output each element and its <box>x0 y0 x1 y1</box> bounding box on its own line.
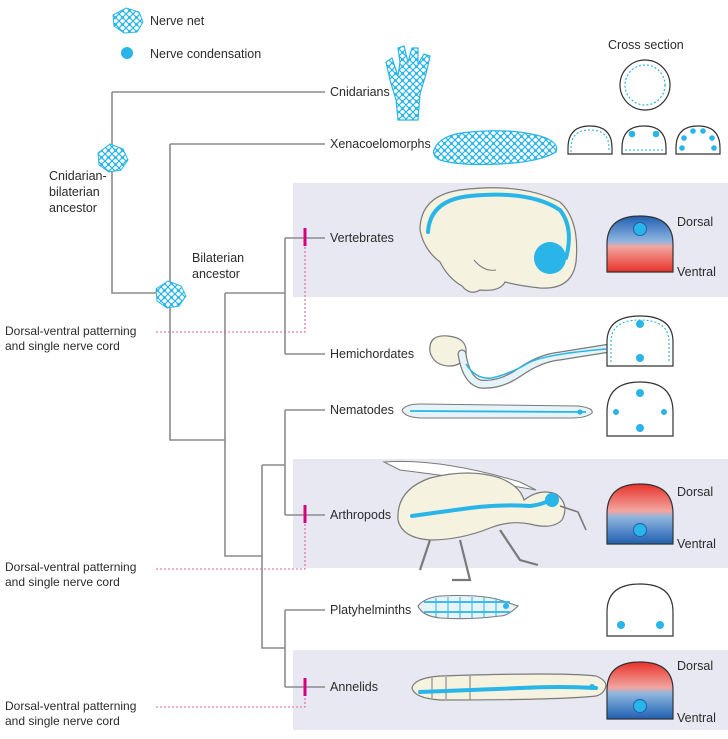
taxon-hemichordates: Hemichordates <box>330 347 414 361</box>
legend-nerve-net-label: Nerve net <box>150 14 205 28</box>
annelid-cross-section <box>606 661 674 720</box>
cnidarian-illustration <box>385 45 431 121</box>
hemichordate-illustration <box>429 335 615 389</box>
vertebrate-cross-section <box>606 215 674 273</box>
taxon-annelids: Annelids <box>330 680 378 694</box>
annotation-leader-3 <box>156 696 306 708</box>
nerve-condensation-legend-icon <box>121 47 133 59</box>
vertebrate-dorsal-label: Dorsal <box>677 215 713 229</box>
annelid-dorsal-label: Dorsal <box>677 659 713 673</box>
xenacoelomorph-cross-section-3 <box>675 125 721 155</box>
legend-nerve-condensation-label: Nerve condensation <box>150 47 261 61</box>
phylogenetic-tree <box>111 91 325 688</box>
taxon-nematodes: Nematodes <box>330 403 394 417</box>
arthropod-dorsal-label: Dorsal <box>677 485 713 499</box>
taxon-xenacoelomorphs: Xenacoelomorphs <box>330 137 431 151</box>
annotation-leader-1 <box>156 246 306 333</box>
nematode-cross-section <box>606 381 674 437</box>
arthropod-cross-section <box>606 483 674 545</box>
legend: Nerve net Nerve condensation <box>112 7 261 61</box>
taxon-cnidarians: Cnidarians <box>330 85 390 99</box>
xenacoelomorph-cross-section-1 <box>567 125 613 155</box>
cnidarian-bilaterian-node-icon <box>97 143 129 173</box>
cross-sections: Dorsal Ventral Dorsal Ventral <box>567 59 721 725</box>
annotation-1: Dorsal-ventral patterning and single ner… <box>5 324 140 353</box>
arthropod-illustration <box>382 460 587 582</box>
nematode-illustration <box>401 403 593 419</box>
annelid-illustration <box>411 673 607 701</box>
vertebrate-illustration <box>419 187 578 293</box>
taxon-arthropods: Arthropods <box>330 508 391 522</box>
arthropod-ventral-label: Ventral <box>677 537 716 551</box>
cnidarian-cross-section <box>619 59 671 111</box>
vertebrate-ventral-label: Ventral <box>677 265 716 279</box>
annotation-3: Dorsal-ventral patterning and single ner… <box>5 699 140 728</box>
nerve-net-legend-icon <box>112 7 144 34</box>
bilaterian-node-icon <box>155 280 187 309</box>
annotation-2: Dorsal-ventral patterning and single ner… <box>5 560 140 589</box>
platyhelminth-illustration <box>417 594 520 620</box>
taxon-vertebrates: Vertebrates <box>330 231 394 245</box>
cross-section-header: Cross section <box>608 38 684 52</box>
taxon-platyhelminths: Platyhelminths <box>330 603 411 617</box>
platyhelminth-cross-section <box>606 583 674 637</box>
cnidarian-bilaterian-ancestor-label: Cnidarian- bilaterian ancestor <box>49 169 110 215</box>
hemichordate-cross-section <box>606 315 674 367</box>
xenacoelomorph-cross-section-2 <box>621 125 667 155</box>
xenacoelomorph-illustration <box>433 130 558 166</box>
bilaterian-ancestor-label: Bilaterian ancestor <box>192 251 248 281</box>
annelid-ventral-label: Ventral <box>677 711 716 725</box>
annotation-leader-2 <box>156 523 306 570</box>
